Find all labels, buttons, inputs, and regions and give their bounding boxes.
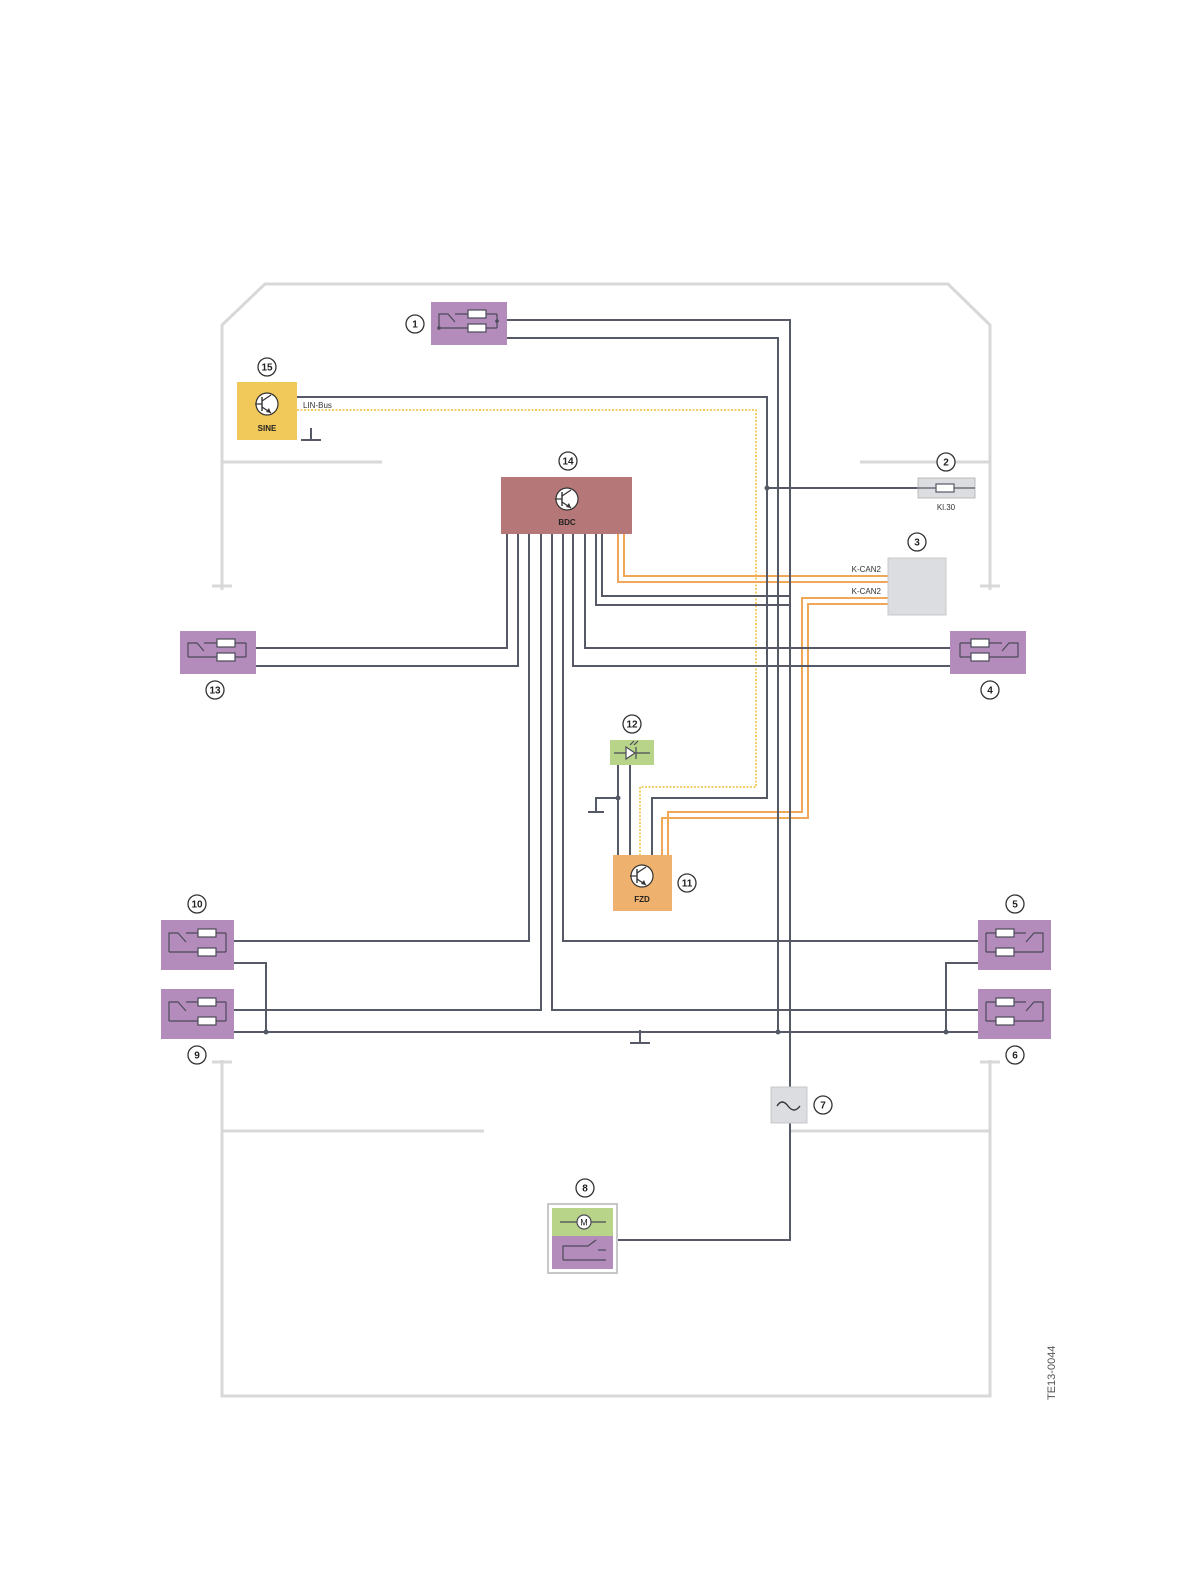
junctions [264,486,949,1035]
motor-module-8: M [548,1204,617,1273]
sine-siren-unit: SINE [237,382,297,440]
transistor-icon [555,488,578,510]
wires [234,320,978,1240]
ground-symbol [301,428,321,440]
k-can2-label-bottom: K-CAN2 [852,587,882,596]
switch-module-6 [978,989,1051,1039]
bdc-label: BDC [558,518,576,527]
callout-15: 15 [258,358,276,376]
transistor-icon [630,865,653,887]
bdc-control-unit: BDC [501,477,632,534]
svg-text:1: 1 [412,320,418,331]
callout-10: 10 [188,895,206,913]
switch-module-10 [161,920,234,970]
callout-11: 11 [678,874,696,892]
motor-symbol: M [580,1218,588,1228]
svg-text:12: 12 [626,720,638,731]
svg-text:5: 5 [1012,900,1018,911]
svg-text:15: 15 [261,363,273,374]
callout-8: 8 [576,1179,594,1197]
callout-9: 9 [188,1046,206,1064]
switch-module-1 [431,302,507,345]
switch-module-9 [161,989,234,1039]
callout-3: 3 [908,533,926,551]
svg-text:14: 14 [562,457,574,468]
callout-14: 14 [559,452,577,470]
callouts: 1 2 3 4 5 6 7 8 [188,315,1024,1197]
fzd-label: FZD [634,895,650,904]
callout-13: 13 [206,681,224,699]
svg-text:6: 6 [1012,1051,1018,1062]
switch-module-13 [180,631,256,674]
led-indicator-12 [610,740,654,765]
lin-bus-label: LIN-Bus [303,401,332,410]
svg-text:10: 10 [191,900,203,911]
svg-text:13: 13 [209,686,221,697]
callout-7: 7 [814,1096,832,1114]
callout-2: 2 [937,453,955,471]
callout-5: 5 [1006,895,1024,913]
switch-module-5 [978,920,1051,970]
svg-text:2: 2 [943,458,949,469]
switch-module-4 [950,631,1026,674]
svg-text:7: 7 [820,1101,826,1112]
grey-control-unit-3 [888,558,946,615]
filter-7 [771,1087,807,1123]
fzd-roof-unit: FZD [613,855,672,911]
kl30-label: Kl.30 [937,503,956,512]
fuse-kl30: Kl.30 [918,478,975,512]
svg-text:4: 4 [987,686,993,697]
k-can2-label-top: K-CAN2 [852,565,882,574]
svg-text:9: 9 [194,1051,200,1062]
transistor-icon [255,393,278,415]
document-id: TE13-0044 [1046,1346,1058,1400]
svg-text:11: 11 [682,879,693,890]
svg-text:8: 8 [582,1184,588,1195]
callout-1: 1 [406,315,424,333]
callout-4: 4 [981,681,999,699]
sine-label: SINE [258,424,277,433]
callout-6: 6 [1006,1046,1024,1064]
lin-bus [297,410,756,855]
callout-12: 12 [623,715,641,733]
k-can2-bus [618,534,888,855]
svg-text:3: 3 [914,538,920,549]
